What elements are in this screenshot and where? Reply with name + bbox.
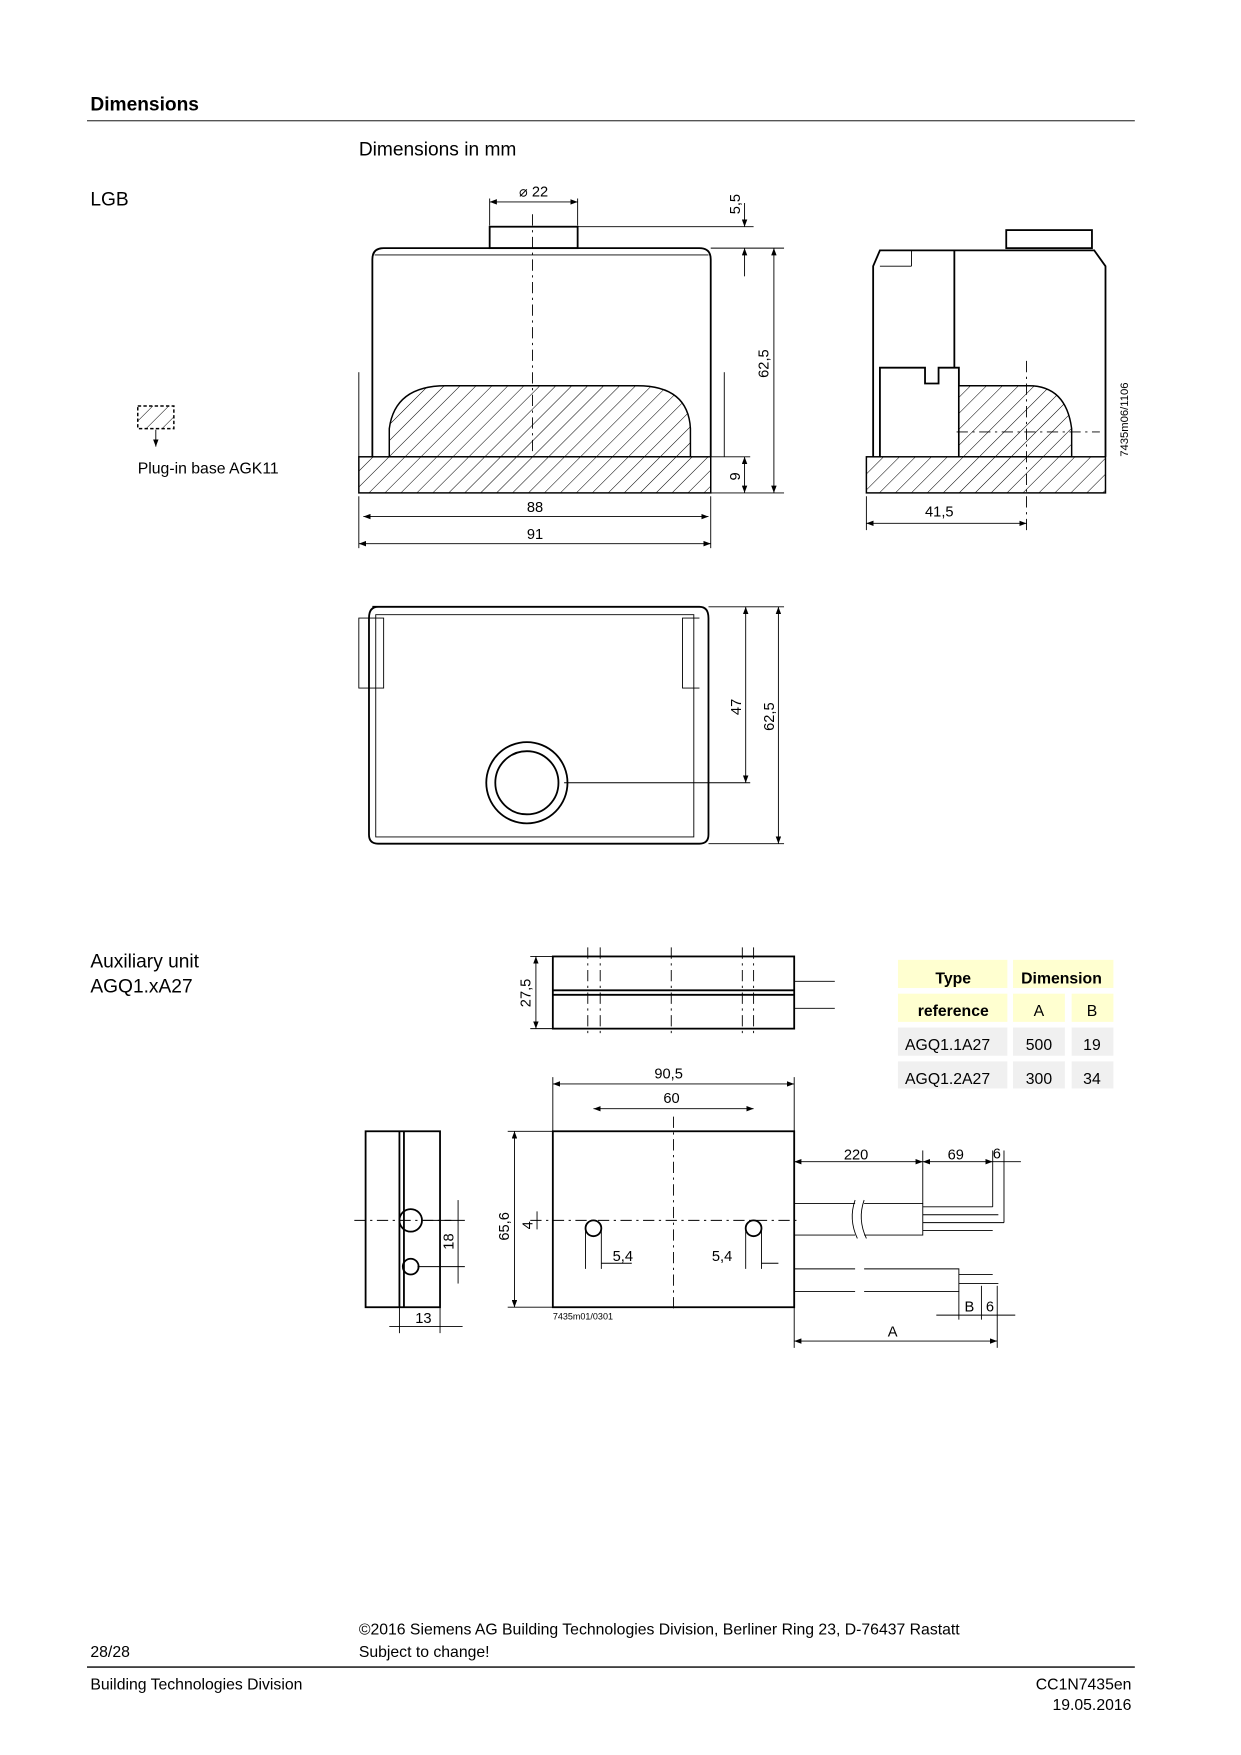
cell: AGQ1.2A27 (905, 1071, 990, 1088)
dim-9: 9 (728, 472, 744, 480)
dim-27-5: 27,5 (518, 979, 534, 1008)
dim-69: 69 (948, 1147, 964, 1163)
aux-front-view: 90,5 60 5,4 5,4 65,6 4 7435m01/0301 220 … (497, 1066, 1021, 1348)
dim-b: B (965, 1300, 975, 1316)
th-a: A (1034, 1003, 1045, 1020)
dim-91: 91 (527, 527, 543, 543)
dim-13: 13 (415, 1311, 431, 1327)
lgb-side-view: 41,5 7435m06/1106 (865, 229, 1131, 531)
cell: 34 (1083, 1071, 1101, 1088)
lgb-plan-view: 47 62,5 (358, 605, 785, 845)
dimension-table: Type Dimension reference A B AGQ1.1A27 5… (897, 959, 1114, 1089)
lgb-drawing-id: 7435m06/1106 (1119, 382, 1131, 456)
dim-dia22: ⌀ 22 (519, 184, 548, 200)
doc-id: CC1N7435en (1036, 1677, 1132, 1694)
cell: AGQ1.1A27 (905, 1037, 990, 1054)
dim-18: 18 (442, 1233, 458, 1249)
cell: 300 (1026, 1071, 1053, 1088)
subtitle: Dimensions in mm (359, 140, 517, 161)
dim-60: 60 (663, 1091, 679, 1107)
th-dimension: Dimension (1021, 971, 1102, 988)
lgb-front-view: ⌀ 22 5,5 62,5 9 88 91 (358, 184, 785, 549)
aux-label-2: AGQ1.xA27 (90, 977, 192, 998)
section-title: Dimensions (90, 95, 199, 116)
dim-6-bottom: 6 (986, 1300, 994, 1316)
dim-5-4-b: 5,4 (712, 1249, 732, 1265)
dim-90-5: 90,5 (654, 1066, 683, 1082)
dim-6-top: 6 (993, 1146, 1001, 1162)
page-number: 28/28 (90, 1644, 130, 1661)
dim-88: 88 (527, 500, 543, 516)
aux-side-view: 18 13 (354, 1130, 465, 1334)
aux-drawing-id: 7435m01/0301 (553, 1312, 613, 1322)
aux-label-1: Auxiliary unit (90, 952, 199, 973)
dim-220: 220 (844, 1147, 868, 1163)
notice: Subject to change! (359, 1644, 490, 1661)
dim-4: 4 (521, 1221, 537, 1229)
hatch-legend: Plug-in base AGK11 (137, 405, 279, 478)
dim-5-5: 5,5 (728, 194, 744, 214)
aux-top-view: 27,5 (518, 947, 835, 1036)
dim-41-5: 41,5 (925, 505, 954, 521)
copyright: ©2016 Siemens AG Building Technologies D… (359, 1621, 960, 1638)
th-type: Type (935, 971, 971, 988)
th-b: B (1087, 1003, 1098, 1020)
dim-plan-62-5: 62,5 (762, 702, 778, 731)
dim-47: 47 (729, 699, 745, 715)
legend-label: Plug-in base AGK11 (138, 461, 279, 478)
cell: 500 (1026, 1037, 1053, 1054)
dim-5-4-a: 5,4 (613, 1249, 633, 1265)
dim-62-5: 62,5 (756, 349, 772, 378)
cell: 19 (1083, 1037, 1101, 1054)
th-reference: reference (918, 1003, 989, 1020)
doc-date: 19.05.2016 (1052, 1697, 1131, 1714)
division: Building Technologies Division (90, 1677, 302, 1694)
dim-a: A (888, 1325, 898, 1341)
lgb-label: LGB (90, 189, 128, 210)
dim-65-6: 65,6 (497, 1212, 513, 1241)
